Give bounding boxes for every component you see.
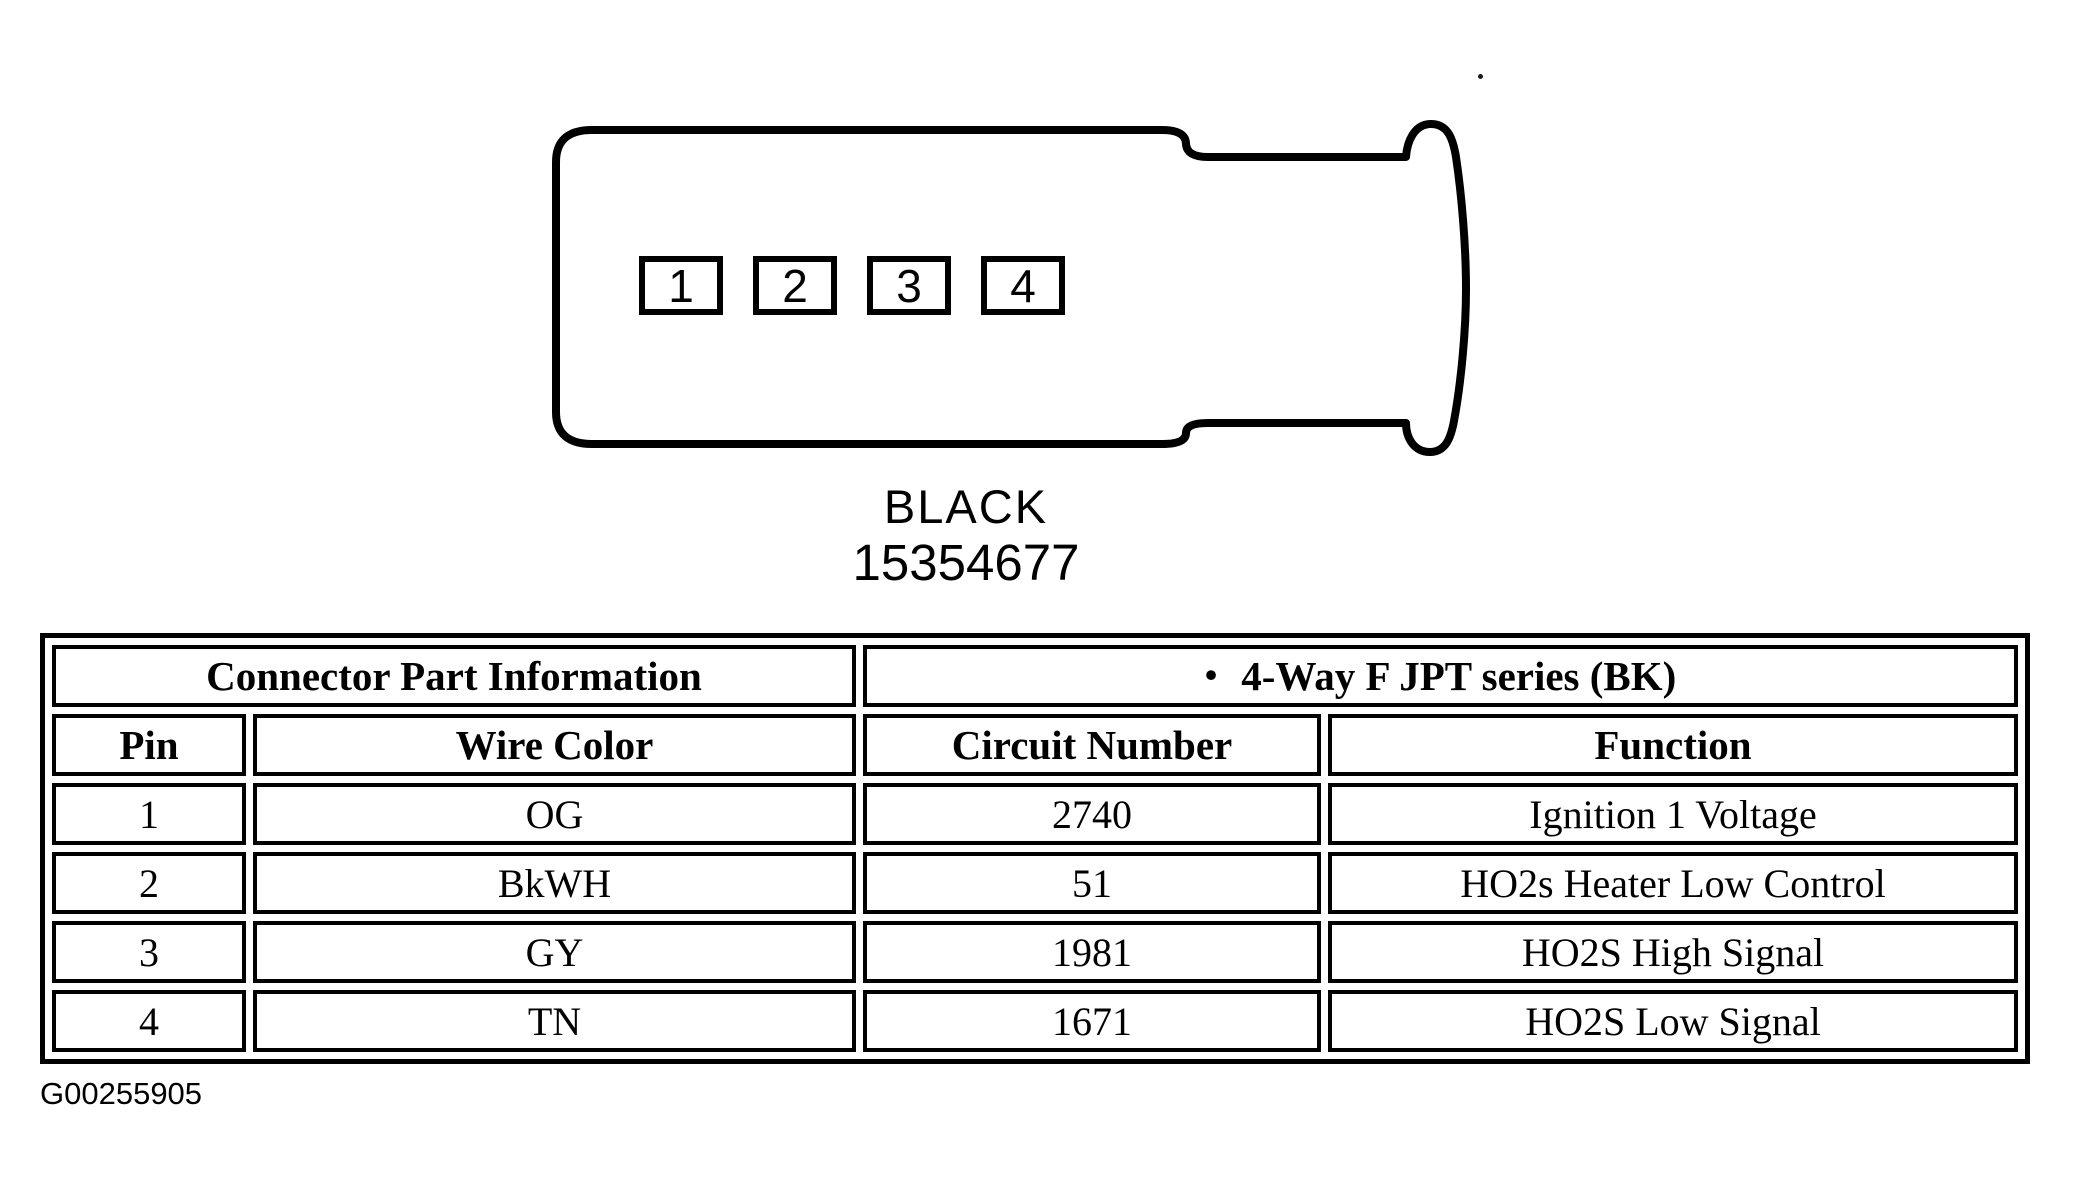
connector-part-number: 15354677: [852, 534, 1080, 591]
circuit-number-cell: 51: [863, 852, 1321, 914]
connector-housing-outline: [552, 120, 1470, 456]
bullet-icon: •: [1204, 655, 1218, 695]
pin-cell: 3: [52, 921, 246, 983]
pin-box-1: 1: [639, 256, 723, 315]
column-header-pin: Pin: [52, 714, 246, 776]
function-cell: Ignition 1 Voltage: [1328, 783, 2018, 845]
pin-number-label: 4: [1010, 259, 1036, 312]
pin-cell: 1: [52, 783, 246, 845]
series-header-cell: • 4-Way F JPT series (BK): [863, 645, 2018, 707]
wire-color-cell: BkWH: [253, 852, 856, 914]
figure-id-label: G00255905: [40, 1076, 203, 1111]
pin-number-label: 1: [668, 259, 694, 312]
pin-number-label: 3: [896, 259, 922, 312]
pin-box-2: 2: [753, 256, 837, 315]
pin-number-label: 2: [782, 259, 808, 312]
table-column-header-row: Pin Wire Color Circuit Number Function: [52, 714, 2018, 776]
circuit-number-cell: 1981: [863, 921, 1321, 983]
wire-color-cell: OG: [253, 783, 856, 845]
column-header-wire-color: Wire Color: [253, 714, 856, 776]
column-header-circuit-number: Circuit Number: [863, 714, 1321, 776]
circuit-number-cell: 2740: [863, 783, 1321, 845]
pin-cell: 4: [52, 990, 246, 1052]
pin-box-3: 3: [867, 256, 951, 315]
table-row: 2 BkWH 51 HO2s Heater Low Control: [52, 852, 2018, 914]
table-header-row-part-info: Connector Part Information • 4-Way F JPT …: [52, 645, 2018, 707]
series-header-label: 4-Way F JPT series (BK): [1241, 653, 1677, 699]
wire-color-cell: TN: [253, 990, 856, 1052]
wire-color-cell: GY: [253, 921, 856, 983]
pinout-table: Connector Part Information • 4-Way F JPT …: [40, 633, 2030, 1064]
function-cell: HO2S Low Signal: [1328, 990, 2018, 1052]
scan-speck: [1478, 74, 1483, 79]
table-row: 3 GY 1981 HO2S High Signal: [52, 921, 2018, 983]
pin-box-4: 4: [981, 256, 1065, 315]
connector-color-label: BLACK: [883, 480, 1049, 533]
circuit-number-cell: 1671: [863, 990, 1321, 1052]
pinout-table-container: Connector Part Information • 4-Way F JPT …: [40, 633, 2030, 1064]
pin-cell: 2: [52, 852, 246, 914]
table-row: 1 OG 2740 Ignition 1 Voltage: [52, 783, 2018, 845]
table-row: 4 TN 1671 HO2S Low Signal: [52, 990, 2018, 1052]
part-info-header-cell: Connector Part Information: [52, 645, 856, 707]
column-header-function: Function: [1328, 714, 2018, 776]
function-cell: HO2s Heater Low Control: [1328, 852, 2018, 914]
function-cell: HO2S High Signal: [1328, 921, 2018, 983]
